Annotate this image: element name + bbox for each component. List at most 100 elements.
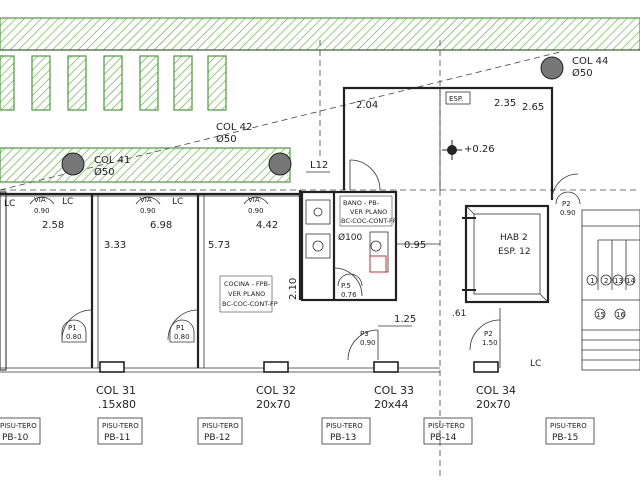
- svg-text:VIA: VIA: [34, 196, 46, 204]
- svg-text:1: 1: [590, 277, 594, 285]
- col33-name: COL 33: [374, 384, 414, 397]
- bano-note: BANO - PB- VER PLANO BC-COC-CONT-FP: [339, 195, 397, 227]
- upper-room: [342, 86, 579, 201]
- svg-text:1.50: 1.50: [482, 339, 498, 347]
- svg-text:PISU-TERO: PISU-TERO: [326, 422, 363, 430]
- door-p2-b: P2 0.90: [555, 191, 581, 217]
- dim-61: .61: [452, 309, 466, 319]
- svg-text:VIA: VIA: [140, 196, 152, 204]
- svg-text:P1: P1: [68, 324, 77, 332]
- col31-name: COL 31: [96, 384, 136, 397]
- dim-204: 2.04: [356, 100, 378, 111]
- col41-name: COL 41: [94, 155, 130, 166]
- dim-125: 1.25: [394, 314, 416, 325]
- svg-text:PB-14: PB-14: [430, 433, 457, 443]
- via-tag-2: VIA 0.90: [135, 196, 161, 215]
- svg-text:P3: P3: [360, 330, 369, 338]
- cocina-note: COCINA - FPB- VER PLANO BC-COC-CONT-FP: [219, 275, 278, 313]
- svg-text:ESP. 12: ESP. 12: [498, 247, 531, 257]
- lc-label-4: LC: [530, 359, 541, 369]
- via-tag-3: VIA 0.90: [243, 196, 269, 215]
- col34-dim: 20x70: [476, 398, 511, 411]
- svg-text:PB-12: PB-12: [204, 433, 230, 443]
- via-tag-1: VIA 0.90: [29, 196, 55, 215]
- mid-beam: [0, 147, 291, 183]
- svg-text:0.80: 0.80: [174, 333, 190, 341]
- svg-text:13: 13: [614, 277, 623, 285]
- svg-text:PISU-TERO: PISU-TERO: [550, 422, 587, 430]
- green-block-row: [0, 55, 227, 111]
- dim-333: 3.33: [104, 240, 126, 251]
- svg-text:PISU-TERO: PISU-TERO: [102, 422, 139, 430]
- svg-text:15: 15: [596, 311, 605, 319]
- svg-text:16: 16: [616, 311, 625, 319]
- lc-label-1: LC: [4, 199, 15, 209]
- dim-235: 2.35: [494, 98, 516, 109]
- esp-tag: ESP.: [445, 91, 471, 105]
- column-round-44: [540, 56, 564, 80]
- col44-name: COL 44: [572, 56, 608, 67]
- svg-text:P1: P1: [176, 324, 185, 332]
- dim-573: 5.73: [208, 240, 230, 251]
- col42-dim: Ø50: [216, 133, 237, 145]
- column-round-41: [61, 152, 292, 176]
- svg-text:BANO - PB-: BANO - PB-: [343, 199, 380, 207]
- p5-tag: P.5 0.76: [337, 273, 363, 299]
- svg-text:VIA: VIA: [248, 196, 260, 204]
- svg-text:P2: P2: [484, 330, 493, 338]
- svg-text:PB-11: PB-11: [104, 433, 130, 443]
- pisutero-box-14: PISU-TERO PB-14: [423, 417, 473, 445]
- svg-text:0.90: 0.90: [140, 207, 156, 215]
- door-p2-a: P2 1.50: [469, 308, 501, 368]
- col34-name: COL 34: [476, 384, 516, 397]
- svg-text:0.90: 0.90: [248, 207, 264, 215]
- phi100-label: Ø100: [338, 232, 363, 243]
- pisutero-box-10: PISU-TERO PB-10: [0, 417, 41, 445]
- pisutero-box-12: PISU-TERO PB-12: [197, 417, 243, 445]
- svg-text:0.76: 0.76: [341, 291, 357, 299]
- svg-text:PB-13: PB-13: [330, 433, 356, 443]
- col41-dim: Ø50: [94, 166, 115, 178]
- svg-text:2: 2: [604, 277, 608, 285]
- pisutero-box-11: PISU-TERO PB-11: [97, 417, 143, 445]
- col32-dim: 20x70: [256, 398, 291, 411]
- door-p1-b: P1 0.80: [167, 309, 199, 343]
- svg-text:HAB 2: HAB 2: [500, 233, 528, 243]
- svg-text:PB-10: PB-10: [2, 433, 29, 443]
- dim-095: 0.95: [404, 240, 426, 251]
- svg-text:0.90: 0.90: [560, 209, 576, 217]
- svg-text:0.90: 0.90: [360, 339, 376, 347]
- column-bottom-blocks: [99, 361, 499, 373]
- dim-698: 6.98: [150, 220, 172, 231]
- lc-label-3: LC: [172, 197, 183, 207]
- svg-text:14: 14: [626, 277, 635, 285]
- lc-label-2: LC: [62, 197, 73, 207]
- level-marker: [442, 140, 462, 160]
- svg-text:PISU-TERO: PISU-TERO: [202, 422, 239, 430]
- pisutero-box-15: PISU-TERO PB-15: [545, 417, 595, 445]
- dim-210: 2.10: [288, 278, 299, 300]
- dim-265: 2.65: [522, 102, 544, 113]
- svg-text:PISU-TERO: PISU-TERO: [428, 422, 465, 430]
- col33-dim: 20x44: [374, 398, 409, 411]
- svg-text:VER PLANO: VER PLANO: [350, 208, 387, 216]
- col44-dim: Ø50: [572, 67, 593, 79]
- door-p3: P3 0.90: [347, 325, 412, 361]
- col42-name: COL 42: [216, 122, 252, 133]
- col31-dim: .15x80: [98, 398, 136, 411]
- dim-258: 2.58: [42, 220, 64, 231]
- svg-text:0.90: 0.90: [34, 207, 50, 215]
- svg-text:COCINA - FPB-: COCINA - FPB-: [224, 280, 271, 288]
- svg-text:VER PLANO: VER PLANO: [228, 290, 265, 298]
- svg-text:0.80: 0.80: [66, 333, 82, 341]
- svg-text:P.5: P.5: [341, 282, 351, 290]
- pisutero-box-13: PISU-TERO PB-13: [321, 417, 371, 445]
- svg-text:PISU-TERO: PISU-TERO: [0, 422, 37, 430]
- svg-text:ESP.: ESP.: [449, 95, 463, 103]
- svg-text:PB-15: PB-15: [552, 433, 578, 443]
- hab2-room: HAB 2 ESP. 12: [462, 204, 550, 304]
- l12-label: L12: [310, 160, 328, 171]
- level-text: +0.26: [464, 144, 495, 155]
- col32-name: COL 32: [256, 384, 296, 397]
- dim-442: 4.42: [256, 220, 278, 231]
